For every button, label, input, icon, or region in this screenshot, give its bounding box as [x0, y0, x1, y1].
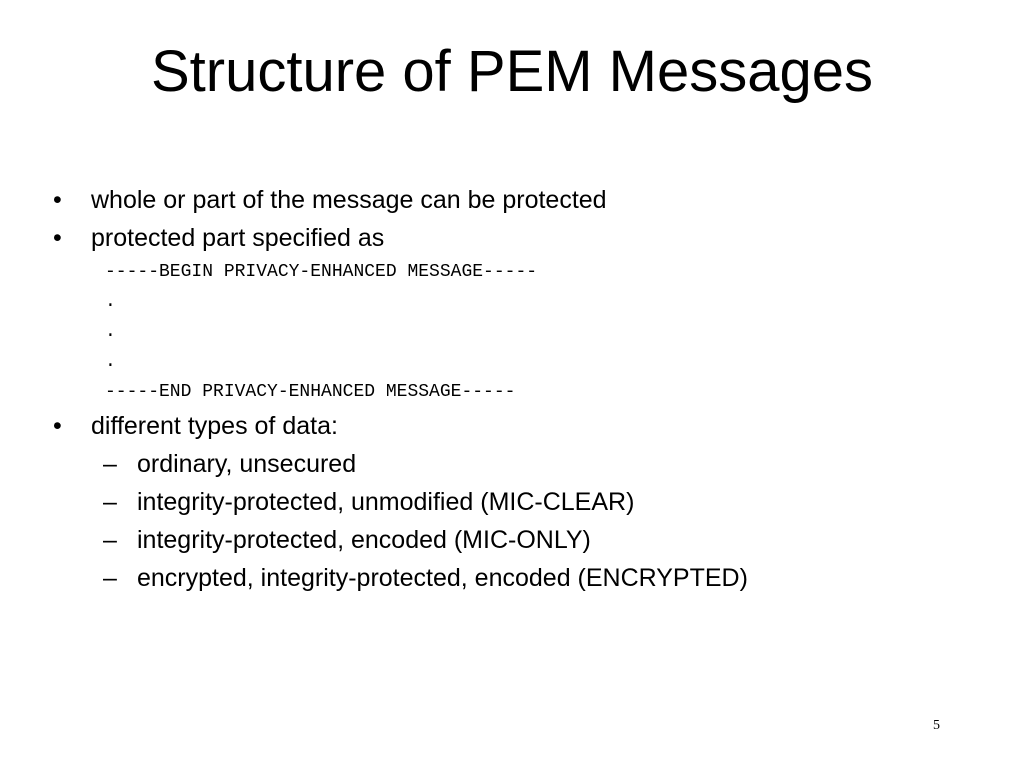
- slide-title: Structure of PEM Messages: [150, 39, 874, 104]
- page-number: 5: [933, 718, 940, 733]
- bullet-marker: •: [53, 412, 62, 440]
- sub-bullet-text: ordinary, unsecured: [137, 450, 357, 478]
- code-text: .: [105, 352, 116, 372]
- bullet-item: • protected part specified as: [0, 219, 1024, 257]
- code-line: .: [0, 347, 1024, 377]
- bullet-marker: •: [53, 224, 62, 252]
- sub-bullet-text: integrity-protected, encoded (MIC-ONLY): [137, 526, 591, 554]
- bullet-text: different types of data:: [91, 412, 338, 440]
- code-line: .: [0, 317, 1024, 347]
- sub-bullet-marker: –: [103, 526, 117, 554]
- code-line: .: [0, 287, 1024, 317]
- sub-bullet-marker: –: [103, 450, 117, 478]
- sub-bullet-item: – encrypted, integrity-protected, encode…: [0, 559, 1024, 597]
- sub-bullet-text: integrity-protected, unmodified (MIC-CLE…: [137, 488, 635, 516]
- code-text: .: [105, 292, 116, 312]
- sub-bullet-marker: –: [103, 564, 117, 592]
- sub-bullet-item: – ordinary, unsecured: [0, 445, 1024, 483]
- slide-content: • whole or part of the message can be pr…: [0, 181, 1024, 597]
- code-line: -----END PRIVACY-ENHANCED MESSAGE-----: [0, 377, 1024, 407]
- sub-bullet-marker: –: [103, 488, 117, 516]
- code-text: .: [105, 322, 116, 342]
- sub-bullet-item: – integrity-protected, unmodified (MIC-C…: [0, 483, 1024, 521]
- bullet-marker: •: [53, 186, 62, 214]
- sub-bullet-item: – integrity-protected, encoded (MIC-ONLY…: [0, 521, 1024, 559]
- code-line: -----BEGIN PRIVACY-ENHANCED MESSAGE-----: [0, 257, 1024, 287]
- bullet-item: • different types of data:: [0, 407, 1024, 445]
- bullet-text: whole or part of the message can be prot…: [91, 186, 607, 214]
- code-text: -----END PRIVACY-ENHANCED MESSAGE-----: [105, 382, 516, 402]
- bullet-item: • whole or part of the message can be pr…: [0, 181, 1024, 219]
- bullet-text: protected part specified as: [91, 224, 385, 252]
- sub-bullet-text: encrypted, integrity-protected, encoded …: [137, 564, 748, 592]
- code-text: -----BEGIN PRIVACY-ENHANCED MESSAGE-----: [105, 262, 538, 282]
